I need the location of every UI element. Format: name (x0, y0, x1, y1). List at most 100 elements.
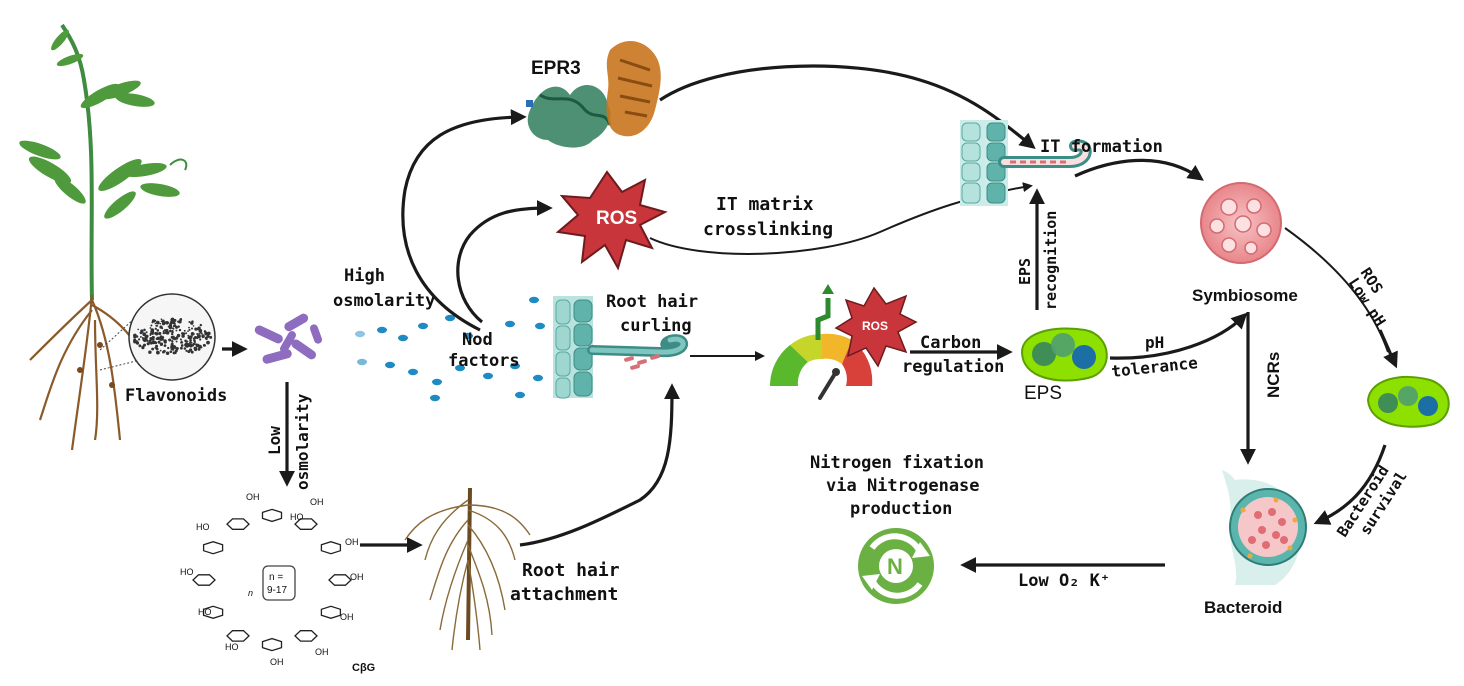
flavonoid-speck (145, 338, 148, 341)
flavonoid-speck (155, 324, 158, 327)
flavonoid-speck (151, 347, 155, 351)
flavonoid-speck (185, 332, 188, 335)
flavonoid-speck (180, 344, 184, 347)
nitrogen-fixation-label-line3: production (850, 499, 952, 519)
svg-text:OH: OH (246, 492, 260, 502)
flavonoid-speck (207, 332, 210, 335)
flavonoid-speck (188, 321, 191, 323)
flavonoid-speck (171, 340, 174, 343)
flavonoid-speck (190, 342, 193, 344)
flavonoid-speck (169, 350, 172, 353)
flavonoid-speck (160, 318, 163, 321)
flavonoid-speck (183, 329, 186, 332)
flavonoid-speck (171, 330, 174, 333)
flavonoid-speck (185, 349, 188, 352)
flavonoid-speck (139, 331, 143, 335)
flavonoid-speck (187, 334, 190, 337)
flavonoid-speck (149, 327, 152, 329)
flavonoid-speck (145, 331, 148, 334)
flavonoid-speck (189, 338, 192, 342)
flavonoid-speck (159, 325, 163, 329)
infection-thread-illustration (960, 120, 1092, 206)
nod-factor-dots (355, 296, 545, 402)
flavonoid-speck (182, 332, 186, 336)
svg-text:HO: HO (196, 522, 210, 532)
flavonoid-speck (184, 343, 188, 347)
flavonoid-speck (154, 322, 157, 325)
flavonoid-speck (192, 325, 195, 327)
svg-text:OH: OH (340, 612, 354, 622)
flavonoid-speck (190, 321, 194, 325)
flavonoid-speck (178, 319, 182, 324)
cbg-label: CβG (352, 662, 375, 674)
flavonoid-speck (165, 351, 170, 355)
glucose-ring (294, 630, 318, 642)
glucose-ring (192, 574, 216, 586)
flavonoid-speck (168, 338, 170, 341)
svg-text:OH: OH (350, 572, 364, 582)
flavonoid-speck (198, 328, 203, 333)
arrow-attachment-to-curling (519, 383, 680, 547)
flavonoid-speck (167, 346, 170, 350)
flavonoid-speck (188, 337, 191, 340)
arrow-it-to-symbiosome (1074, 158, 1204, 181)
flavonoid-speck (150, 324, 153, 327)
root-hair-curling-label-line2: curling (620, 316, 692, 336)
svg-text:OH: OH (270, 657, 284, 667)
it-matrix-label-line2: crosslinking (703, 219, 833, 240)
glucose-ring (320, 541, 342, 555)
flavonoid-speck (160, 342, 163, 345)
flavonoid-speck (171, 332, 174, 336)
flavonoid-speck (176, 333, 181, 338)
flavonoid-speck (165, 331, 170, 335)
glucose-ring (261, 637, 283, 652)
flavonoid-speck (138, 344, 142, 348)
flavonoid-speck (199, 323, 203, 327)
flavonoid-speck (169, 329, 172, 333)
flavonoid-speck (143, 328, 146, 332)
nitrogen-recycle-icon: N (858, 528, 934, 604)
it-matrix-label-line1: IT matrix (716, 194, 814, 215)
svg-text:OH: OH (315, 647, 329, 657)
flavonoid-speck (154, 341, 158, 345)
high-osmolarity-label-line2: osmolarity (333, 291, 435, 311)
nod-factors-label-line2: factors (448, 351, 520, 371)
flavonoid-speck (159, 322, 162, 325)
flavonoid-speck (199, 338, 202, 341)
arrow-head-ros-low-ph (1378, 329, 1398, 369)
flavonoid-speck (156, 329, 160, 332)
flavonoid-speck (200, 346, 203, 349)
flavonoid-speck (175, 346, 179, 351)
flavonoid-speck (141, 345, 145, 348)
flavonoid-speck (155, 347, 159, 351)
flavonoid-speck (169, 322, 173, 325)
flavonoid-speck (190, 332, 195, 336)
svg-text:HO: HO (290, 512, 304, 522)
eps-recognition-label-line1: EPS (1016, 258, 1034, 285)
flavonoid-speck (154, 327, 157, 330)
flavonoid-speck (203, 344, 207, 347)
symbiosome-icon (1200, 182, 1282, 264)
flavonoid-speck (154, 319, 157, 322)
high-osmolarity-label-line1: High (344, 266, 385, 286)
epr3-protein-icon (526, 40, 661, 148)
glucose-ring (328, 574, 352, 586)
cbg-n-italic: n (248, 588, 253, 598)
flavonoid-speck (188, 326, 190, 329)
flavonoid-speck (183, 347, 187, 350)
root-hair-attachment-illustration (404, 487, 531, 651)
cbg-n-label-line2: 9-17 (267, 585, 287, 596)
flavonoid-speck (159, 349, 162, 352)
ph-tolerance-label-line1: pH (1145, 333, 1164, 352)
nitrogen-symbol: N (887, 554, 903, 579)
nod-factors-label-line1: Nod (462, 330, 493, 350)
flavonoid-speck (163, 344, 167, 347)
symbiosome-label: Symbiosome (1192, 286, 1298, 305)
flavonoid-speck (149, 334, 152, 337)
flavonoid-speck (162, 331, 166, 335)
flavonoid-speck (133, 333, 137, 338)
nitrogen-fixation-label-line2: via Nitrogenase (826, 476, 980, 496)
flavonoids-label: Flavonoids (125, 386, 227, 406)
root-hair-attachment-label-line2: attachment (510, 584, 618, 605)
